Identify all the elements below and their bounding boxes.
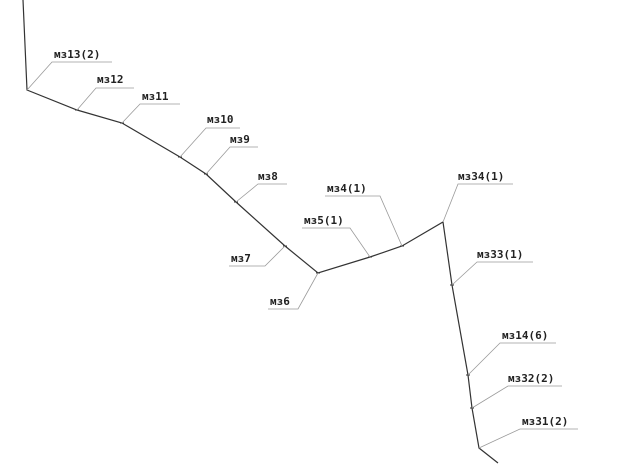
leader-mz14 <box>467 342 556 376</box>
label-mz11: мз11 <box>142 90 169 103</box>
leader-mz32 <box>471 385 562 409</box>
label-mz7: мз7 <box>231 252 251 265</box>
leader-mz12 <box>76 87 134 111</box>
leader-mz13 <box>26 61 112 91</box>
leader-mz34 <box>442 183 513 223</box>
label-mz12: мз12 <box>97 73 124 86</box>
leader-mz7 <box>229 245 286 267</box>
leader-mz9 <box>205 146 258 175</box>
leader-mz11 <box>121 103 180 124</box>
leader-mz33 <box>451 261 533 286</box>
leader-mz6 <box>268 272 319 310</box>
label-mz8: мз8 <box>258 170 278 183</box>
label-mz14: мз14(6) <box>502 329 548 342</box>
label-mz4: мз4(1) <box>327 182 367 195</box>
leader-mz4 <box>325 195 403 247</box>
label-mz32: мз32(2) <box>508 372 554 385</box>
label-mz31: мз31(2) <box>522 415 568 428</box>
label-mz9: мз9 <box>230 133 250 146</box>
label-mz10: мз10 <box>207 113 234 126</box>
node-ticks <box>75 109 474 409</box>
route-line <box>22 0 499 464</box>
node-labels: мз13(2) мз12 мз11 мз10 мз9 мз8 мз7 мз6 м… <box>54 48 568 428</box>
leader-lines <box>26 61 578 449</box>
label-mz33: мз33(1) <box>477 248 523 261</box>
label-mz13: мз13(2) <box>54 48 100 61</box>
leader-mz8 <box>235 183 287 203</box>
leader-mz31 <box>478 428 578 449</box>
label-mz5: мз5(1) <box>304 214 344 227</box>
label-mz6: мз6 <box>270 295 290 308</box>
label-mz34: мз34(1) <box>458 170 504 183</box>
leader-mz10 <box>179 127 240 158</box>
leader-mz5 <box>302 227 371 258</box>
